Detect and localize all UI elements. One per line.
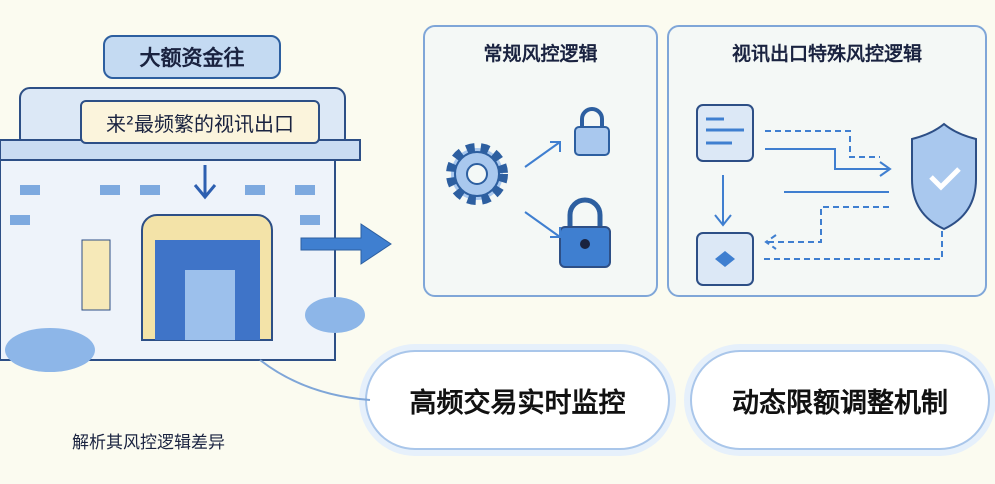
flow-arrows bbox=[524, 141, 561, 238]
panel-title: 视讯出口特殊风控逻辑 bbox=[731, 43, 922, 65]
main-sign: 来²最频繁的视讯出口 bbox=[80, 100, 320, 144]
caption: 解析其风控逻辑差异 bbox=[72, 433, 225, 453]
regular-risk-panel: 常规风控逻辑 bbox=[423, 25, 658, 297]
arrow-right-icon bbox=[300, 223, 392, 265]
panel-title: 常规风控逻辑 bbox=[483, 43, 598, 65]
cloud-label: 高频交易实时监控 bbox=[409, 387, 626, 419]
gear-icon bbox=[446, 143, 508, 205]
risk-flow-diagram bbox=[696, 104, 977, 286]
cloud-realtime-monitoring: 高频交易实时监控 bbox=[365, 350, 670, 450]
cloud-dynamic-limit: 动态限额调整机制 bbox=[690, 350, 990, 450]
lock-icon bbox=[574, 107, 610, 156]
top-sign: 大额资金往 bbox=[103, 35, 281, 79]
callout-tail bbox=[259, 359, 371, 401]
special-risk-panel: 视讯出口特殊风控逻辑 bbox=[667, 25, 987, 297]
cloud-label: 动态限额调整机制 bbox=[732, 387, 948, 419]
lock-icon bbox=[559, 197, 611, 268]
